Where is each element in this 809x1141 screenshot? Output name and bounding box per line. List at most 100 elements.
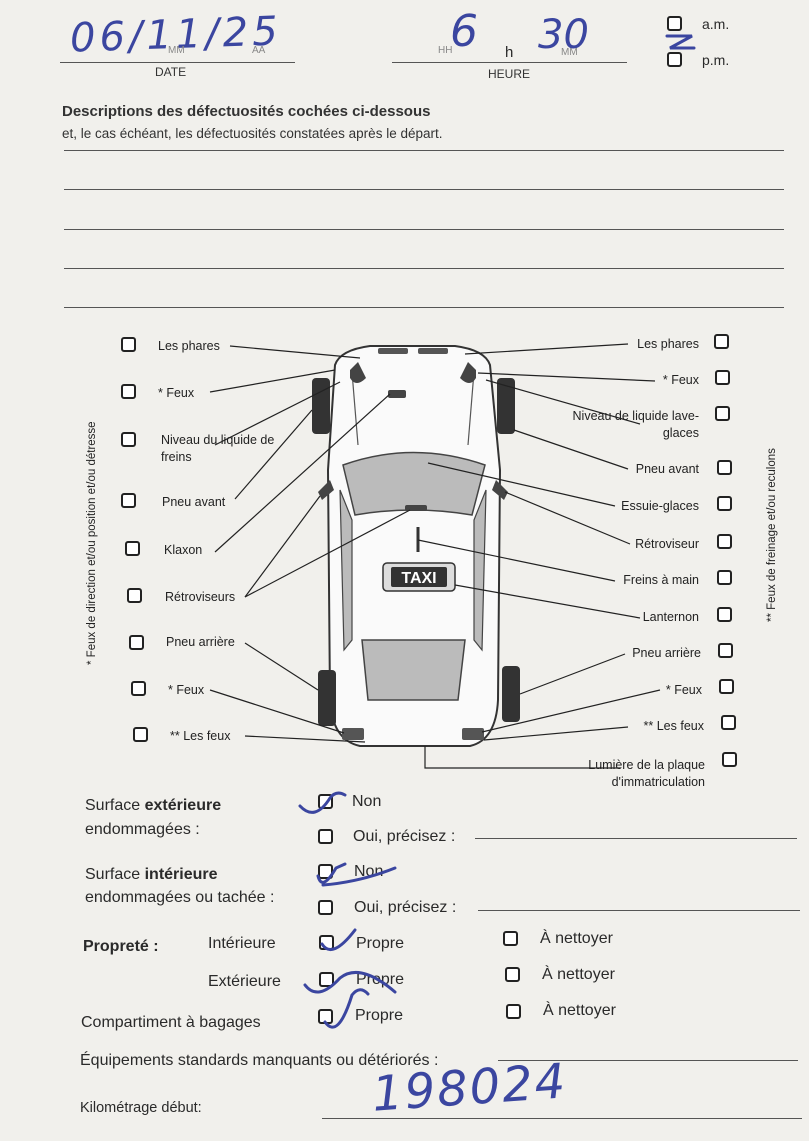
int-oui-label: Oui, précisez : [354,899,457,916]
surface-interieure-line2: endommagées ou tachée : [85,889,275,906]
interieure-label: Intérieure [208,935,276,952]
retroviseurs-checkbox[interactable] [127,588,142,603]
left-pneu-arriere-checkbox[interactable] [129,635,144,650]
descriptions-subtitle: et, le cas échéant, les défectuosités co… [62,126,443,141]
description-line-5[interactable] [64,307,784,308]
date-aa-placeholder: AA [252,45,266,56]
description-line-3[interactable] [64,229,784,230]
ext-nettoyer-label: À nettoyer [542,966,615,983]
equipements-line[interactable] [498,1060,798,1061]
right-les-feux-checkbox[interactable] [721,715,736,730]
plaque-label: Lumière de la plaque d'immatriculation [588,758,705,789]
retroviseur-checkbox[interactable] [717,534,732,549]
kilometrage-line[interactable] [322,1118,802,1119]
lanternon-checkbox[interactable] [717,607,732,622]
left-pneu-avant-label: Pneu avant [162,495,226,509]
proprete-label: Propreté : [83,938,159,955]
int-non-checkbox[interactable] [318,864,333,879]
ext-oui-label: Oui, précisez : [353,828,456,845]
date-label: DATE [155,65,187,79]
left-phares-checkbox[interactable] [121,337,136,352]
left-rear-feux-label: * Feux [168,683,205,697]
left-pneu-arriere-label: Pneu arrière [166,635,235,649]
ext-propre-checkbox[interactable] [319,972,334,987]
essuie-glaces-label: Essuie-glaces [621,499,699,513]
right-feux-checkbox[interactable] [715,370,730,385]
int-oui-checkbox[interactable] [318,900,333,915]
surface-interieure-bold: intérieure [144,866,218,883]
pm-label: p.m. [702,52,730,68]
pm-checkbox[interactable] [667,52,682,67]
description-line-2[interactable] [64,189,784,190]
description-line-1[interactable] [64,150,784,151]
int-propre-label: Propre [356,935,405,952]
right-pneu-avant-label: Pneu avant [635,462,699,476]
liquide-freins-label: Niveau du liquide de freins [161,433,275,464]
taxi-sign-text: TAXI [401,570,436,587]
right-pneu-arriere-label: Pneu arrière [632,646,701,660]
left-rear-feux-checkbox[interactable] [131,681,146,696]
essuie-glaces-checkbox[interactable] [717,496,732,511]
surface-exterieure-line2: endommagées : [85,821,200,838]
liquide-freins-checkbox[interactable] [121,432,136,447]
right-pneu-arriere-checkbox[interactable] [718,643,733,658]
am-label: a.m. [702,16,730,32]
retroviseurs-label: Rétroviseurs [165,590,236,604]
lave-glaces-label: Niveau de liquide lave-glaces [572,409,699,440]
left-les-feux-checkbox[interactable] [133,727,148,742]
right-pneu-avant-checkbox[interactable] [717,460,732,475]
right-rear-feux-checkbox[interactable] [719,679,734,694]
plaque-checkbox[interactable] [722,752,737,767]
left-feux-label: * Feux [158,386,195,400]
right-phares-checkbox[interactable] [714,334,729,349]
date-line [60,62,295,63]
time-h: h [505,44,514,61]
right-les-feux-label: ** Les feux [643,719,704,733]
right-rear-feux-label: * Feux [665,683,702,697]
time-label: HEURE [488,67,531,81]
surface-interieure-label: Surface intérieure [85,866,218,884]
surface-exterieure-pre: Surface [85,797,145,814]
ext-nettoyer-checkbox[interactable] [505,967,520,982]
int-nettoyer-label: À nettoyer [540,930,613,947]
surface-exterieure-label: Surface extérieure [85,797,221,815]
description-line-4[interactable] [64,268,784,269]
compartiment-label: Compartiment à bagages [81,1014,261,1031]
left-les-feux-label: ** Les feux [170,729,231,743]
left-pneu-avant-checkbox[interactable] [121,493,136,508]
klaxon-checkbox[interactable] [125,541,140,556]
left-feux-checkbox[interactable] [121,384,136,399]
date-mm-placeholder: MM [168,45,185,56]
left-phares-label: Les phares [158,339,220,353]
comp-nettoyer-label: À nettoyer [543,1002,616,1019]
kilometrage-label: Kilométrage début: [80,1100,202,1116]
ext-non-label: Non [352,793,382,810]
descriptions-title: Descriptions des défectuosités cochées c… [62,103,431,120]
time-hh-placeholder: HH [438,45,453,56]
klaxon-label: Klaxon [164,543,203,557]
time-mm-placeholder: MM [561,47,578,58]
freins-main-checkbox[interactable] [717,570,732,585]
ext-precisez-line[interactable] [475,838,797,839]
retroviseur-label: Rétroviseur [635,537,699,551]
time-minute-handwritten: 30 [538,12,589,58]
am-checkbox[interactable] [667,16,682,31]
freins-main-label: Freins à main [623,573,699,587]
lanternon-label: Lanternon [642,610,699,624]
comp-nettoyer-checkbox[interactable] [506,1004,521,1019]
equipements-label: Équipements standards manquants ou détér… [80,1052,439,1069]
right-feux-label: * Feux [662,373,699,387]
right-phares-label: Les phares [637,337,699,351]
time-hour-handwritten: 6 [450,6,478,57]
surface-interieure-pre: Surface [85,866,145,883]
lave-glaces-checkbox[interactable] [715,406,730,421]
ext-oui-checkbox[interactable] [318,829,333,844]
exterieure-label: Extérieure [208,973,281,990]
time-line [392,62,627,63]
comp-propre-label: Propre [355,1007,404,1024]
int-nettoyer-checkbox[interactable] [503,931,518,946]
surface-exterieure-bold: extérieure [144,797,222,814]
int-precisez-line[interactable] [478,910,800,911]
